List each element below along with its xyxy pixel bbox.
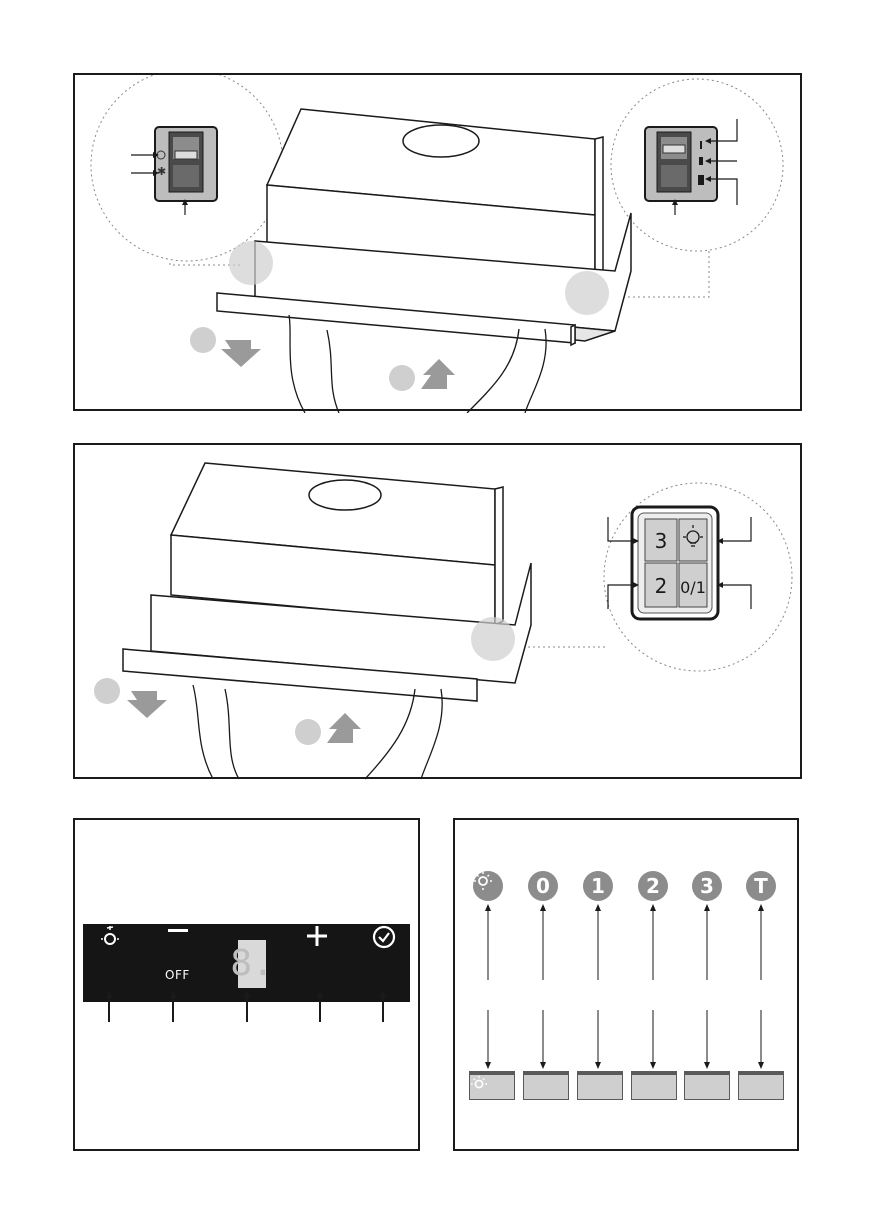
hood-body [217,109,631,345]
control-strip: OFF 8. [83,924,410,1002]
display-digit: 8. [238,940,266,988]
fan-symbol-icon: ✱ [157,165,166,178]
hand-left [193,685,213,779]
step-circle-2 [389,365,415,391]
plus-icon[interactable] [305,924,337,1002]
speed-1-symbol [700,141,702,149]
step-circle-2 [295,719,321,745]
pointer-line-off [172,992,174,1022]
arrow-pull-out [221,340,261,367]
speed-display: 8. [238,940,266,988]
button-2[interactable] [631,1071,677,1100]
pointer-line-plus [319,992,321,1022]
hand-right [365,689,415,779]
figure-touch-control-panel: OFF 8. [73,818,420,1151]
off-label: OFF [165,968,190,982]
key-on-off: 0/1 [680,578,706,597]
button-0[interactable] [523,1071,569,1100]
figure-telescopic-hood-switches: ✱ [73,73,802,411]
circle-label-2: 2 [638,871,668,901]
pointer-line-light [108,992,110,1022]
hood-body [123,463,531,701]
connector-arrows [455,820,801,1153]
light-circle-icon [473,871,503,901]
key-speed-3: 3 [655,529,668,553]
circle-label-1: 1 [583,871,613,901]
arrow-pull-out [127,691,167,718]
button-t[interactable] [738,1071,784,1100]
button-1[interactable] [577,1071,623,1100]
hood-illustration-1: ✱ [75,75,804,413]
key-speed-2: 2 [655,574,668,598]
hand-right [467,329,519,413]
pointer-line-display [246,992,248,1022]
off-bar-icon [168,929,188,932]
circle-label-0: 0 [528,871,558,901]
circle-label-t: T [746,871,776,901]
speed-3-symbol [698,175,704,185]
button-light[interactable] [469,1071,515,1100]
light-icon [470,1075,488,1093]
circle-label-3: 3 [692,871,722,901]
light-icon[interactable] [97,924,133,1002]
step-circle-1 [190,327,216,353]
figure-telescopic-hood-keypad: 3 2 0/1 [73,443,802,779]
step-circle-1 [94,678,120,704]
pointer-line-timer [382,992,384,1022]
timer-icon[interactable] [371,924,401,1002]
hand-left [289,315,305,413]
off-button[interactable] [159,924,199,1002]
button-3[interactable] [684,1071,730,1100]
arrow-push-in [421,359,455,389]
speed-2-symbol [699,157,703,165]
figure-button-functions: 0 1 2 3 T [453,818,799,1151]
hood-illustration-2: 3 2 0/1 [75,445,804,781]
arrow-push-in [327,713,361,743]
